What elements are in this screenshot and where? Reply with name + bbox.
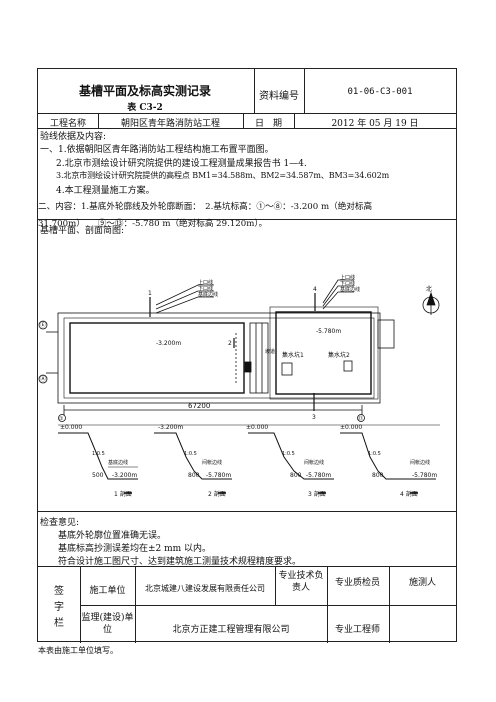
sec1-elev: -3.200m: [112, 472, 137, 479]
form-title: 基槽平面及标高实测记录: [78, 84, 211, 98]
plan-mark-4: 4: [313, 286, 317, 293]
inspection-line-2: 基底标高抄测误差均在±2 mm 以内。: [58, 544, 212, 554]
plan-mark-3: 3: [312, 414, 316, 421]
project-name-value: 朝阳区青年路消防站工程: [120, 119, 220, 129]
sec3-width: 800: [290, 472, 302, 479]
basis-item-3: 3.北京市测绘设计研究院提供的高程点 BM1=34.588m、BM2=34.58…: [56, 171, 390, 180]
sec2-slope: 1:0.5: [184, 451, 197, 457]
sec1-slope: 1:0.5: [92, 451, 105, 457]
date-value: 2012 年 05 月 19 日: [331, 119, 419, 129]
inspection-line-1: 基底外轮廓位置准确无误。: [58, 531, 167, 541]
plan-mark-2: 2: [228, 340, 232, 347]
sec1-tag: 基底边线: [108, 459, 128, 466]
pit-1-label: 集水坑1: [282, 351, 304, 359]
dim-total: 67200: [188, 402, 210, 410]
legend-top-line-2: 上口线: [340, 274, 355, 281]
footer-note: 本表由施工单位填写。: [38, 646, 118, 655]
date-label: 日 期: [254, 119, 282, 129]
sign-column-label: 签 字 栏: [54, 586, 64, 629]
legend-bottom-line: 下口线: [198, 285, 213, 292]
sec1-name: 1 剖面: [114, 490, 132, 498]
basis-item-1: 一、1.依据朝阳区青年路消防站工程结构施工布置平面图。: [40, 145, 274, 155]
basis-heading: 验线依据及内容:: [40, 132, 107, 142]
sec2-elev: -5.780m: [206, 472, 231, 479]
engineer-label: 专业工程师: [334, 625, 380, 635]
inspection-line-3: 符合设计施工图尺寸、达到建筑施工测量技术规程精度要求。: [58, 557, 302, 567]
axis-e: Ⓔ: [40, 321, 46, 329]
surveyor-label: 施测人: [408, 578, 436, 588]
form-number: 表 C3-2: [127, 103, 163, 113]
plan-elev-right: -5.780m: [316, 328, 341, 335]
sec3-slope: 1:0.5: [282, 451, 295, 457]
sec4-slope: 1:0.5: [368, 451, 381, 457]
supervisor-label: 监理(建设)单位: [81, 613, 134, 635]
sec4-name: 4 剖面: [400, 490, 418, 498]
qc-label: 专业质检员: [334, 578, 380, 588]
legend-top-line: 上口线: [198, 279, 213, 286]
record-form: [37, 68, 457, 643]
sec1-width: 500: [92, 472, 104, 479]
sec4-elev: -5.780m: [412, 472, 437, 479]
legend-base-line-2: 基底边线: [340, 286, 360, 293]
sec2-width: 800: [188, 472, 200, 479]
plan-section-drawing: 上口线 下口线 基底边线 上口线 下口线 基底边线 -3.200m -5.780…: [38, 274, 440, 498]
legend-bottom-line-2: 下口线: [340, 280, 355, 287]
content-line-1: 二、内容：1.基底外轮廓线及外轮廓断面： 2.基坑标高：①～⑧：-3.200 m…: [38, 202, 373, 212]
construction-unit-label: 施工单位: [89, 586, 126, 596]
sec3-zero: ±0.000: [246, 424, 268, 431]
content-line-2: 31.700m） ⑨～⑬：-5.780 m（绝对标高 29.120m）。: [38, 219, 268, 229]
sec2-tag: 间帐边线: [202, 459, 222, 466]
tech-lead-label: 专业技术负责人: [278, 571, 324, 593]
sec3-tag: 间帐边线: [304, 459, 324, 466]
sec2-name: 2 剖面: [208, 490, 226, 498]
legend-base-line: 基底边线: [198, 291, 218, 298]
plan-elev-left: -3.200m: [156, 340, 181, 347]
sec1-zero: ±0.000: [60, 424, 82, 431]
drawing-heading: 基槽平面、剖面简图:: [40, 226, 125, 236]
sec2-top: -3.200m: [158, 424, 183, 431]
data-number-value: 01-06-C3-001: [347, 87, 413, 97]
pit-2-label: 集水坑2: [328, 351, 350, 359]
construction-unit-value: 北京城建八建设发展有限责任公司: [145, 584, 265, 593]
sec3-elev: -5.780m: [306, 472, 331, 479]
supervisor-value: 北京方正建工程管理有限公司: [172, 625, 290, 635]
axis-1: ①: [59, 416, 64, 422]
sec3-name: 3 剖面: [308, 490, 326, 498]
basis-item-4: 4.本工程测量施工方案。: [56, 186, 155, 196]
sec4-width: 800: [372, 472, 384, 479]
axis-13: ⑬: [358, 415, 363, 422]
data-number-label: 资料编号: [259, 91, 299, 102]
project-name-label: 工程名称: [49, 119, 86, 129]
sec4-tag: 间帐边线: [410, 459, 430, 466]
inspection-heading: 检查意见:: [40, 518, 80, 528]
basis-item-2: 2.北京市测绘设计研究院提供的建设工程测量成果报告书 1—4.: [56, 159, 307, 169]
north-label: 北: [426, 285, 432, 293]
sec4-zero: ±0.000: [340, 424, 362, 431]
ramp-label: 坡道: [265, 348, 275, 355]
axis-a: Ⓐ: [40, 375, 46, 383]
plan-mark-1: 1: [148, 290, 152, 297]
